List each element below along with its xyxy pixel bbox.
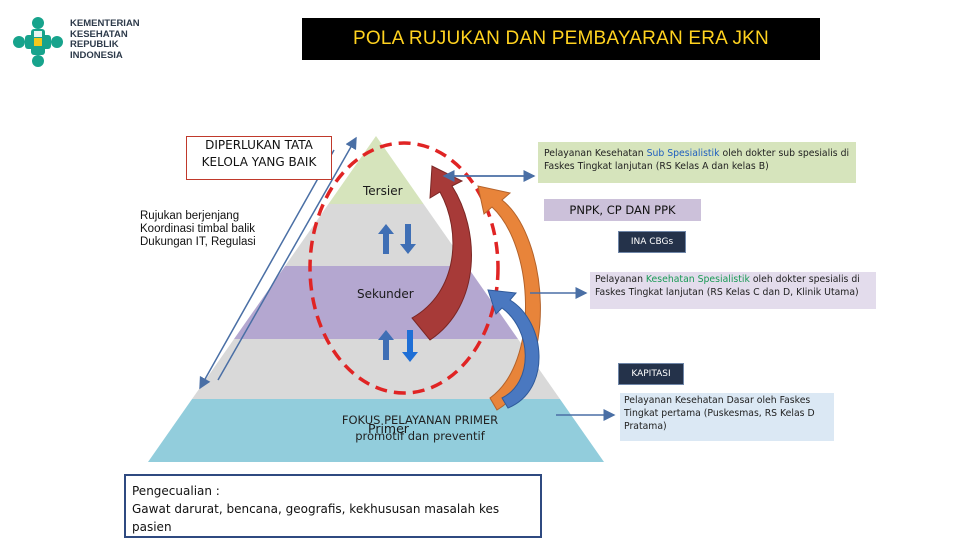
level-label-sekunder: Sekunder [357,287,414,301]
kemenkes-logo [10,14,66,70]
pnpk-box: PNPK, CP DAN PPK [544,199,701,221]
fokus-line-2: promotif dan preventif [355,429,485,443]
tata-kelola-line-1: DIPERLUKAN TATA [205,138,313,152]
primer-info-box: Pelayanan Kesehatan Dasar oleh Faskes Ti… [620,393,834,441]
sekunder-info-box: Pelayanan Kesehatan Spesialistik oleh do… [590,272,876,309]
ina-cbgs-badge: INA CBGs [618,231,686,253]
fokus-line-1: FOKUS PELAYANAN PRIMER [341,413,499,427]
sekunder-info-post: oleh dokter spesialis di Faskes Tingkat … [595,274,860,298]
level-label-tersier: Tersier [363,184,403,198]
pengecualian-heading: Pengecualian : [132,484,220,498]
rujukan-line-2: Koordinasi timbal balik [140,223,256,235]
logo-line-3: REPUBLIK [70,39,119,50]
pengecualian-line-2: Gawat darurat, bencana, geografis, kekhu… [132,502,500,516]
up-down-arrows-lower [378,330,418,362]
tersier-info-highlight: Sub Spesialistik [646,148,720,159]
pengecualian-box: Pengecualian : Gawat darurat, bencana, g… [124,474,542,538]
diagonal-arrow-up [217,136,357,381]
pengecualian-line-3: pasien [132,520,172,534]
level-label-primer: Primer [368,421,409,436]
rujukan-notes: Rujukan berjenjang Koordinasi timbal bal… [140,210,256,249]
sekunder-info-highlight: Kesehatan Spesialistik [645,274,750,285]
logo-line-2: KESEHATAN [70,28,128,40]
logo-text: KEMENTERIAN KESEHATAN REPUBLIK INDONESIA [70,18,140,61]
rujukan-line-3: Dukungan IT, Regulasi [140,236,256,248]
tata-kelola-callout: DIPERLUKAN TATA KELOLA YANG BAIK [186,136,332,180]
referral-arrow-red [411,165,472,341]
tata-kelola-line-2: KELOLA YANG BAIK [201,155,317,169]
up-down-arrows-upper [378,224,416,254]
kapitasi-badge: KAPITASI [618,363,684,385]
logo-line-1: KEMENTERIAN [70,18,140,29]
level-primer-band [148,399,604,462]
referral-arrow-blue [487,289,540,409]
tersier-info-box: Pelayanan Kesehatan Sub Spesialistik ole… [538,142,856,183]
sekunder-info-pre: Pelayanan [595,274,646,285]
focus-dashed-ellipse [308,141,500,395]
rujukan-line-1: Rujukan berjenjang [140,210,240,222]
kemenkes-logo-icon [13,17,63,67]
logo-line-4: INDONESIA [70,49,123,61]
tersier-info-post: oleh dokter sub spesialis di Faskes Ting… [544,148,850,172]
page-title: POLA RUJUKAN DAN PEMBAYARAN ERA JKN [302,18,820,60]
diagonal-arrow-down [199,149,335,390]
tersier-info-pre: Pelayanan Kesehatan [544,148,647,159]
